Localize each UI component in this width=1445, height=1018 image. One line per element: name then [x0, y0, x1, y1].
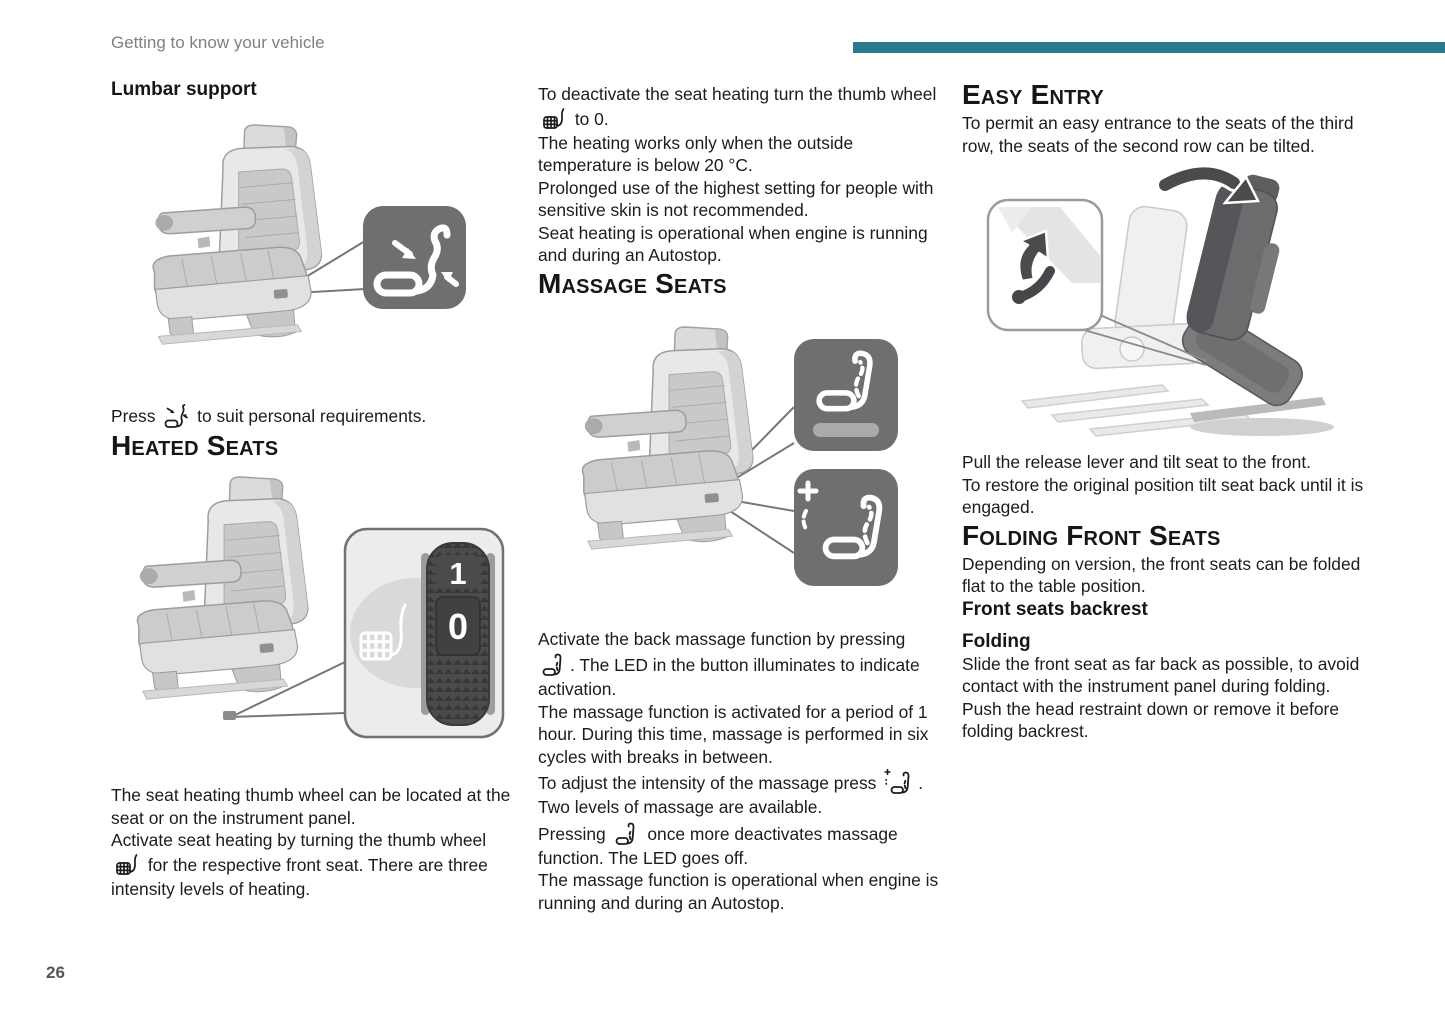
lumbar-adjust-icon — [373, 224, 459, 297]
massage-callout-top — [794, 338, 898, 451]
easy-entry-illustration — [962, 163, 1364, 451]
deactivate-before: To deactivate the seat heating turn the … — [538, 84, 937, 104]
press-text-after: to suit personal requirements. — [197, 406, 427, 426]
wheel-label-1: 1 — [449, 556, 466, 591]
head-restraint-text: Push the head restraint down or remove i… — [962, 698, 1340, 742]
left-column: Lumbar support — [111, 78, 511, 900]
massage-icon — [541, 650, 567, 678]
massage-e-after: once more deactivates massage function. … — [538, 823, 898, 868]
massage-a-after: . The LED in the button illuminates to i… — [538, 655, 920, 699]
release-lever-icon — [1012, 229, 1055, 304]
massage-c-after: . — [918, 773, 924, 793]
heated-seats-heading: Heated Seats — [111, 430, 279, 461]
massage-icon — [614, 819, 640, 847]
massage-duration-text: The massage function is activated for a … — [538, 701, 929, 767]
seat-heating-icon — [541, 106, 567, 132]
folding-instructions: Slide the front seat as far back as poss… — [962, 653, 1364, 743]
lumbar-callout — [363, 206, 466, 309]
press-text-before: Press — [111, 406, 156, 426]
heating-thumbwheel: 1 0 — [421, 542, 495, 726]
seat-heating-icon — [359, 603, 407, 661]
folding-front-seats-heading: Folding Front Seats — [962, 519, 1221, 551]
front-seats-backrest-subheading: Front seats backrest — [962, 598, 1148, 620]
header-accent-bar — [853, 42, 1445, 53]
heated-p2-before: Activate seat heating by turning the thu… — [111, 830, 487, 850]
slide-seat-text: Slide the front seat as far back as poss… — [962, 653, 1360, 697]
folding-subheading: Folding — [962, 630, 1031, 652]
restore-position-text: To restore the original position tilt se… — [962, 474, 1364, 518]
folding-intro: Depending on version, the front seats ca… — [962, 553, 1361, 597]
middle-column: To deactivate the seat heating turn the … — [538, 78, 942, 914]
massage-deactivate-paragraph: Pressing once more deactivates massage f… — [538, 819, 942, 915]
page-header-title: Getting to know your vehicle — [111, 33, 325, 52]
massage-levels-text: Two levels of massage are available. — [538, 797, 823, 817]
easy-entry-heading: Easy Entry — [962, 79, 1104, 110]
massage-seats-illustration — [538, 311, 942, 628]
heated-p1: The seat heating thumb wheel can be loca… — [111, 785, 511, 828]
massage-activate-paragraph: Activate the back massage function by pr… — [538, 628, 942, 769]
easy-entry-intro: To permit an easy entrance to the seats … — [962, 113, 1354, 156]
right-column: Easy Entry To permit an easy entrance to… — [962, 78, 1364, 743]
tilted-seat-image — [1156, 164, 1334, 436]
massage-e-before: Pressing — [538, 823, 606, 844]
release-lever-inset — [986, 198, 1104, 332]
tilt-arrow-icon — [1156, 164, 1260, 205]
seat-image — [136, 476, 309, 700]
wheel-label-0: 0 — [448, 606, 468, 647]
easy-entry-instructions: Pull the release lever and tilt seat to … — [962, 451, 1364, 519]
lumbar-adjust-icon — [163, 403, 189, 429]
deactivate-after: to 0. — [574, 108, 609, 129]
massage-intensity-paragraph: To adjust the intensity of the massage p… — [538, 768, 942, 819]
page-number: 26 — [46, 963, 65, 982]
heating-note-2: Prolonged use of the highest setting for… — [538, 177, 934, 221]
heated-seats-paragraph: The seat heating thumb wheel can be loca… — [111, 784, 511, 900]
heated-p2-after: for the respective front seat. There are… — [111, 854, 488, 899]
seat-heating-icon — [114, 852, 140, 878]
seat-image — [581, 325, 754, 550]
heating-note-3: Seat heating is operational when engine … — [538, 222, 928, 266]
massage-operational-text: The massage function is operational when… — [538, 870, 939, 913]
massage-seats-heading: Massage Seats — [538, 267, 727, 299]
massage-a-before: Activate the back massage function by pr… — [538, 628, 906, 649]
massage-callout-bottom — [794, 468, 898, 586]
lumbar-illustration — [111, 111, 511, 403]
heated-callout: 1 0 — [343, 527, 505, 739]
seat-image — [152, 124, 323, 345]
heated-seats-illustration: 1 0 — [111, 467, 511, 784]
massage-c-before: To adjust the intensity of the massage p… — [538, 773, 877, 793]
lumbar-heading: Lumbar support — [111, 79, 257, 100]
pull-lever-text: Pull the release lever and tilt seat to … — [962, 452, 1311, 472]
massage-led-bar — [813, 422, 879, 437]
massage-intensity-icon — [884, 768, 915, 796]
heating-note-1: The heating works only when the outside … — [538, 132, 854, 176]
heating-notes-paragraph: To deactivate the seat heating turn the … — [538, 83, 942, 267]
press-instruction: Press to suit personal requirements. — [111, 403, 511, 429]
